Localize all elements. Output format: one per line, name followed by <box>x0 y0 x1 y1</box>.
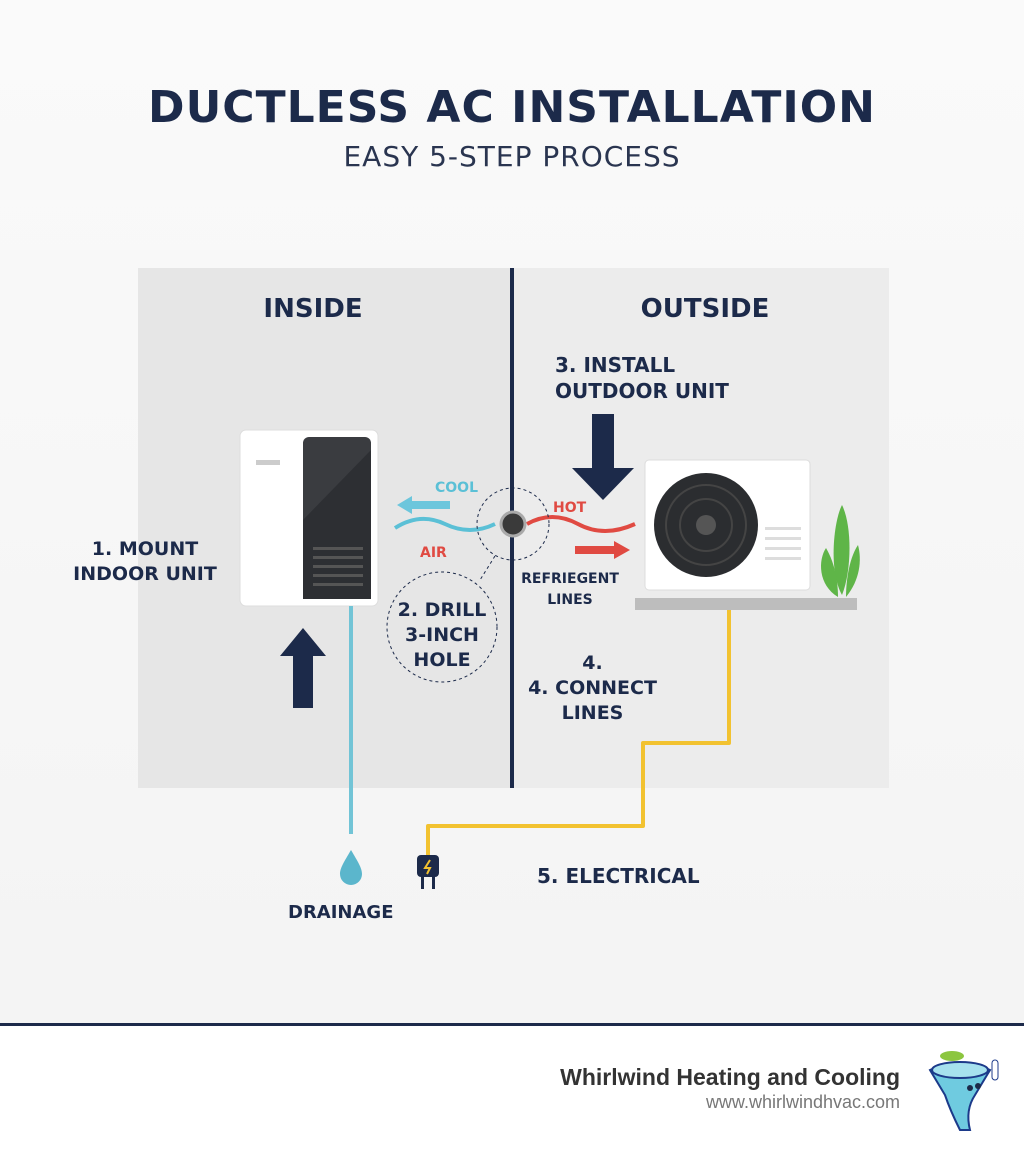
step5-label: 5. ELECTRICAL <box>537 864 700 888</box>
step4-line0: 4. <box>582 652 603 674</box>
plant-icon <box>821 505 860 597</box>
diagram-graphics <box>239 414 860 889</box>
tornado-mascot-logo-icon <box>928 1051 999 1131</box>
refrigerant-line1: REFRIEGENT <box>521 571 619 587</box>
step4-line2: LINES <box>561 702 624 724</box>
plug-icon <box>417 855 439 889</box>
cool-label: COOL <box>435 480 478 496</box>
refrigerant-line2: LINES <box>547 592 593 608</box>
page-subtitle: EASY 5-STEP PROCESS <box>343 140 681 173</box>
air-label: AIR <box>420 545 447 561</box>
hot-label: HOT <box>553 500 587 516</box>
footer <box>0 1026 1024 1154</box>
refrigerant-lines-label: REFRIEGENT LINES <box>515 569 625 611</box>
step2-label: 2. DRILL 3-INCH HOLE <box>392 598 492 673</box>
footer-divider <box>0 1023 1024 1026</box>
arrow-right-icon <box>575 541 630 559</box>
page-title: DUCTLESS AC INSTALLATION <box>148 82 876 133</box>
outdoor-unit-icon <box>635 459 857 610</box>
outside-heading: OUTSIDE <box>640 294 770 324</box>
step2-line2: 3-INCH <box>405 624 479 646</box>
step3-line2: OUTDOOR UNIT <box>555 379 729 403</box>
brand-name: Whirlwind Heating and Cooling <box>560 1064 900 1090</box>
arrow-left-icon <box>397 496 450 514</box>
arrow-up-icon <box>280 628 326 708</box>
step2-line3: HOLE <box>413 649 471 671</box>
inside-heading: INSIDE <box>263 294 363 324</box>
step3-line1: 3. INSTALL <box>555 353 676 377</box>
step2-line1: 2. DRILL <box>397 599 487 621</box>
drainage-label: DRAINAGE <box>288 902 394 923</box>
step4-label: 4. 4. CONNECT LINES <box>520 651 665 726</box>
step1-label: 1. MOUNT INDOOR UNIT <box>70 537 220 587</box>
arrow-down-icon <box>572 414 634 500</box>
step4-line1: 4. CONNECT <box>528 677 657 699</box>
step1-line2: INDOOR UNIT <box>73 563 217 585</box>
step1-line1: 1. MOUNT <box>91 538 199 560</box>
water-drop-icon <box>340 850 362 885</box>
brand-url[interactable]: www.whirlwindhvac.com <box>705 1092 900 1112</box>
indoor-unit-icon <box>239 429 379 607</box>
